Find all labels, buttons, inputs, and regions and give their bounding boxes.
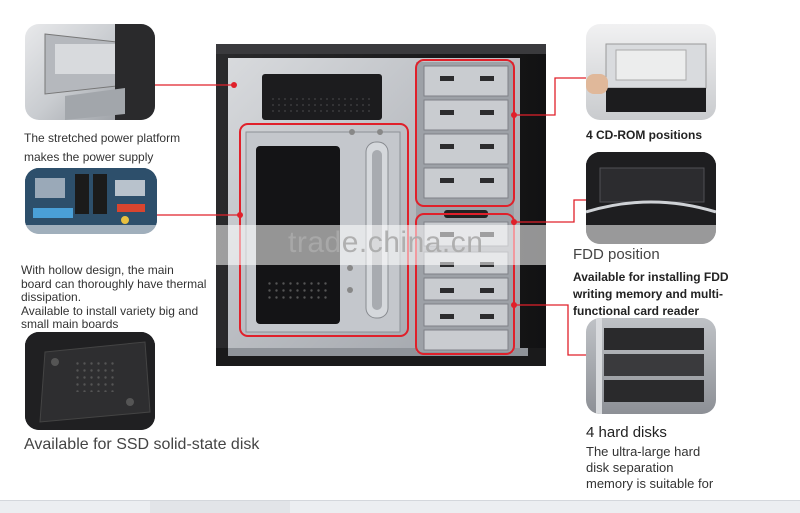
ssd-bay-image (25, 332, 155, 430)
hard-disks-image (596, 318, 704, 414)
caption-board-line-5: small main boards (21, 317, 119, 331)
watermark: trade.china.cn (288, 226, 484, 259)
thumb-hard-disks (586, 318, 716, 414)
caption-ssd: Available for SSD solid-state disk (24, 436, 260, 453)
caption-power-line-2: makes the power supply (24, 150, 154, 164)
caption-board-line-3: dissipation. (21, 290, 82, 304)
caption-fdd-line-1: Available for installing FDD (573, 270, 729, 284)
caption-fdd: Available for installing FDD writing mem… (573, 269, 793, 320)
thumb-power-platform (25, 24, 155, 120)
highlight-cdrom (415, 59, 515, 207)
watermark-band (0, 225, 800, 265)
caption-cdrom: 4 CD-ROM positions (586, 128, 702, 142)
power-platform-image (44, 24, 155, 120)
caption-hdd-line-2: disk separation (586, 460, 674, 475)
caption-hdd: 4 hard disks The ultra-large hard disk s… (586, 424, 766, 492)
bottom-scroll-strip[interactable] (0, 500, 800, 513)
caption-hdd-line-3: memory is suitable for (586, 476, 714, 491)
caption-hdd-title: 4 hard disks (586, 424, 667, 441)
caption-board-line-1: With hollow design, the main (21, 263, 174, 277)
main-board-image (25, 168, 157, 234)
caption-fdd-line-3: functional card reader (573, 304, 700, 318)
caption-board-line-4: Available to install variety big and (21, 303, 199, 318)
highlight-hdd (415, 213, 515, 355)
bottom-strip-tab[interactable] (150, 501, 290, 513)
thumb-ssd (25, 332, 155, 430)
caption-main-board: With hollow design, the main board can t… (21, 263, 236, 332)
cdrom-drive-image (586, 43, 707, 112)
thumb-main-board (25, 168, 157, 234)
caption-hdd-line-1: The ultra-large hard (586, 444, 701, 459)
caption-power-line-1: The stretched power platform (24, 131, 181, 145)
thumb-cdrom (586, 24, 716, 120)
caption-fdd-title: FDD position (573, 246, 660, 263)
caption-power-platform: The stretched power platform makes the p… (24, 131, 224, 165)
caption-fdd-line-2: writing memory and multi- (573, 287, 724, 301)
caption-board-line-2: board can thoroughly have thermal (21, 276, 207, 291)
